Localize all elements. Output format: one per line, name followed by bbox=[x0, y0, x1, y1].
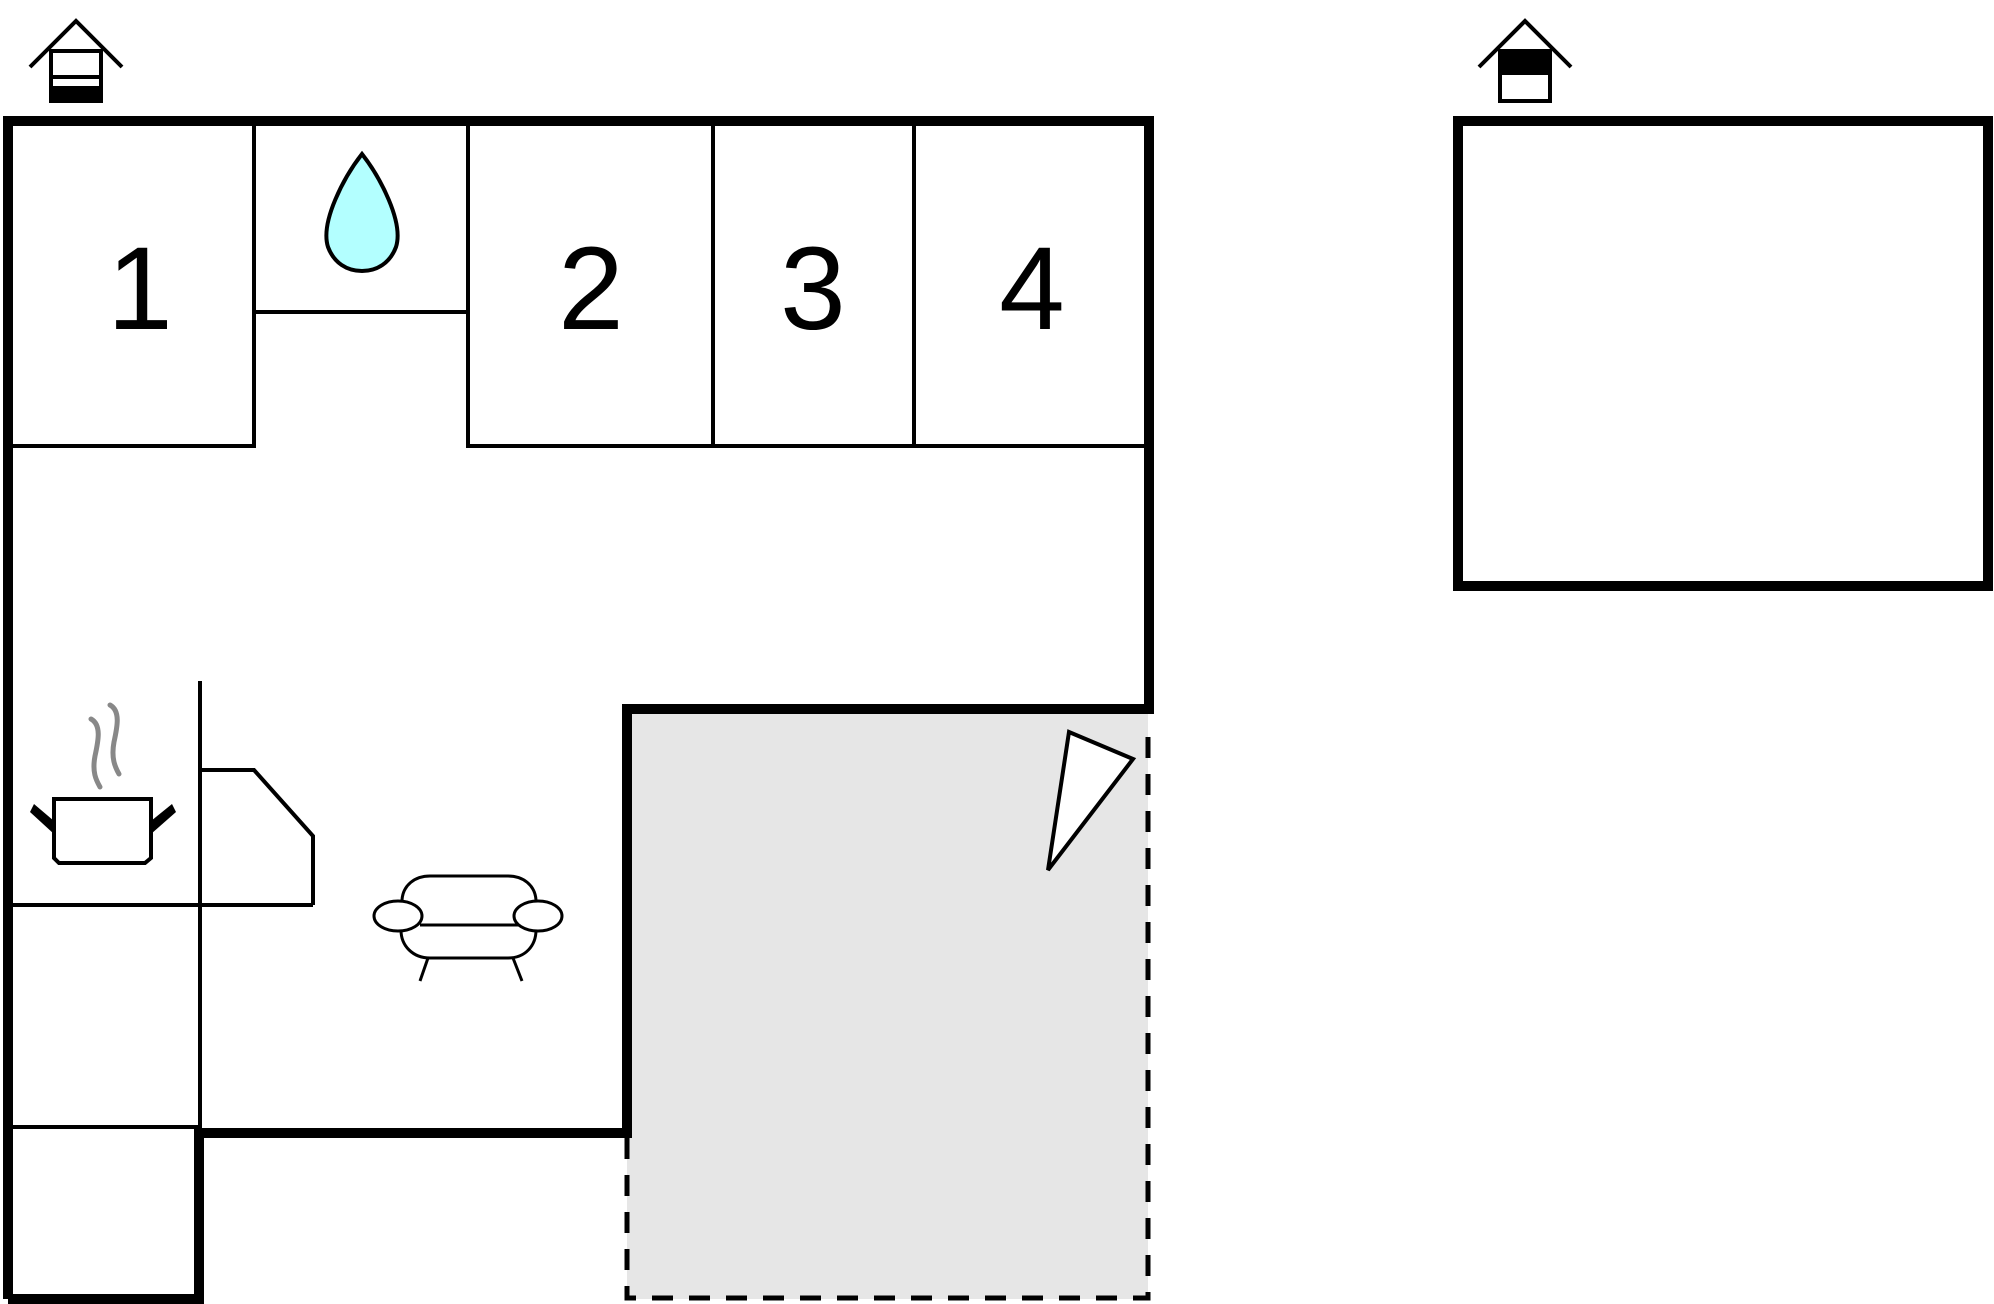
sofa-icon bbox=[372, 874, 564, 982]
room-label-1: 1 bbox=[107, 223, 173, 355]
ground-floor-walls bbox=[3, 116, 1154, 1304]
terrace-dashed-border bbox=[624, 737, 1151, 1301]
room-label-4: 4 bbox=[999, 223, 1065, 355]
room-label-3: 3 bbox=[780, 223, 846, 355]
interior-walls bbox=[8, 121, 1149, 1133]
sunshade-icon bbox=[1046, 729, 1137, 872]
cooking-pot-icon bbox=[30, 702, 176, 865]
house-upper-floor-icon bbox=[1477, 18, 1573, 103]
house-ground-floor-icon bbox=[28, 18, 124, 103]
room-label-2: 2 bbox=[558, 223, 624, 355]
first-floor-outline bbox=[1453, 116, 1993, 591]
water-drop-icon bbox=[324, 150, 400, 274]
